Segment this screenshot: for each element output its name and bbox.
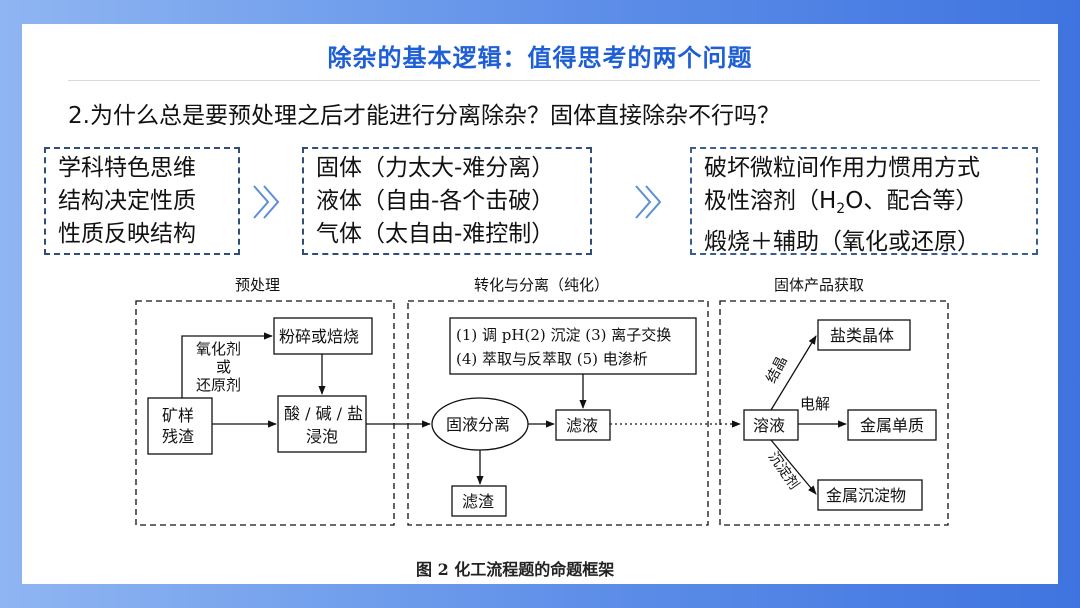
section-label-pretreatment: 预处理 <box>235 276 280 294</box>
residue-node <box>451 485 507 517</box>
filtrate-label: 滤液 <box>566 416 598 435</box>
metal-label: 金属单质 <box>860 416 924 435</box>
methods-line-1: 破坏微粒间作用力惯用方式 <box>704 155 980 181</box>
crush-label: 粉碎或焙烧 <box>279 327 359 346</box>
pretreatment-section <box>135 300 395 526</box>
states-line-3: 气体（太自由-难控制） <box>316 221 555 247</box>
solution-label: 溶液 <box>753 416 785 435</box>
methods-node <box>449 317 697 375</box>
crystallize-label: 结晶 <box>763 354 790 386</box>
figure-caption: 图 2 化工流程题的命题框架 <box>416 560 615 579</box>
leach-label-1: 酸 / 碱 / 盐 <box>284 404 363 423</box>
metal-node <box>847 409 937 441</box>
states-box: 固体（力太大-难分离） 液体（自由-各个击破） 气体（太自由-难控制） <box>302 147 592 255</box>
solution-to-crystal-arrow <box>770 335 817 411</box>
chevron-right-icon <box>635 185 662 219</box>
oxidant-label-3: 还原剂 <box>196 376 241 394</box>
salt-crystal-label: 盐类晶体 <box>830 326 894 345</box>
process-flow-diagram: 预处理 转化与分离（纯化） 固体产品获取 矿样 残渣 粉碎或焙烧 酸 / 碱 /… <box>135 276 949 526</box>
metal-precipitate-node <box>817 479 923 511</box>
ore-label-1: 矿样 <box>162 406 194 425</box>
ore-node <box>147 397 213 455</box>
methods-label-1: (1) 调 pH(2) 沉淀 (3) 离子交换 <box>456 326 671 344</box>
metal-precipitate-label: 金属沉淀物 <box>826 486 906 505</box>
product-section <box>719 300 949 526</box>
question-text: 2.为什么总是要预处理之后才能进行分离除杂？固体直接除杂不行吗？ <box>68 103 780 129</box>
electrolysis-label: 电解 <box>800 395 830 413</box>
thinking-line-1: 学科特色思维 <box>58 155 196 181</box>
residue-label: 滤渣 <box>462 492 494 511</box>
leach-node <box>277 395 367 453</box>
states-line-1: 固体（力太大-难分离） <box>316 155 555 181</box>
ore-label-2: 残渣 <box>162 427 194 446</box>
slide-title: 除杂的基本逻辑：值得思考的两个问题 <box>327 44 753 72</box>
oxidant-label-2: 或 <box>216 358 231 376</box>
methods-line-3: 煅烧＋辅助（氧化或还原） <box>704 229 980 255</box>
separation-section <box>407 300 709 526</box>
title-divider <box>68 80 1040 81</box>
solution-to-precipitate-arrow <box>770 439 817 495</box>
methods-box: 破坏微粒间作用力惯用方式 极性溶剂（H2O、配合等） 煅烧＋辅助（氧化或还原） <box>690 147 1038 255</box>
methods-line-2: 极性溶剂（H2O、配合等） <box>704 188 979 217</box>
salt-crystal-node <box>817 319 911 351</box>
separate-label: 固液分离 <box>446 415 510 434</box>
section-label-separation: 转化与分离（纯化） <box>474 276 609 294</box>
leach-label-2: 浸泡 <box>306 427 338 446</box>
filtrate-node <box>555 409 611 441</box>
states-line-2: 液体（自由-各个击破） <box>316 188 555 214</box>
thinking-line-2: 结构决定性质 <box>58 188 196 214</box>
slide: 除杂的基本逻辑：值得思考的两个问题 2.为什么总是要预处理之后才能进行分离除杂？… <box>22 24 1058 584</box>
chevron-right-icon <box>253 185 280 219</box>
thinking-box: 学科特色思维 结构决定性质 性质反映结构 <box>44 147 240 255</box>
oxidant-label-1: 氧化剂 <box>196 340 241 358</box>
methods-label-2: (4) 萃取与反萃取 (5) 电渗析 <box>456 350 648 368</box>
ore-to-crush-arrow <box>181 332 273 398</box>
crush-node <box>273 317 373 355</box>
thinking-line-3: 性质反映结构 <box>58 221 196 247</box>
section-label-product: 固体产品获取 <box>774 276 864 294</box>
